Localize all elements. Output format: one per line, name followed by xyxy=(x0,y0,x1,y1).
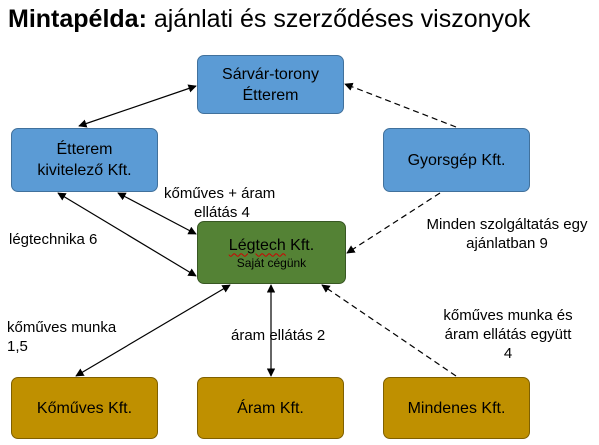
edge-label-komuves-munka: kőműves munka 1,5 xyxy=(7,318,116,356)
node-label: Kőműves Kft. xyxy=(36,399,133,417)
edge-label-legtechnika: légtechnika 6 xyxy=(9,230,97,249)
edge-label-line: ellátás 4 xyxy=(194,204,250,221)
edge-etterem-sarvar xyxy=(78,84,197,128)
node-komuves: Kőműves Kft. xyxy=(11,377,158,439)
edge-etterem-legtech-left xyxy=(57,192,197,277)
edge-label-line: kőműves munka xyxy=(7,319,117,336)
edge-label-minden-szolgaltatas: Minden szolgáltatás egy ajánlatban 9 xyxy=(418,215,596,253)
edge-label-line: kőműves munka és xyxy=(443,307,573,324)
edge-label-line: 4 xyxy=(503,345,513,362)
diagram-title: Mintapélda: ajánlati és szerződéses visz… xyxy=(8,4,530,34)
node-sarvar-torony-etterem: Sárvár-torony Étterem xyxy=(197,55,344,114)
node-label: Sárvár-torony xyxy=(222,65,319,83)
node-label-word: Légtech xyxy=(228,236,286,254)
node-label: Gyorsgép Kft. xyxy=(407,151,506,169)
node-label-word: Kft. xyxy=(285,236,315,254)
edge-gyorsgep-sarvar xyxy=(344,82,457,128)
edge-label-komuves-aram: kőműves + áram ellátás 4 xyxy=(164,184,275,222)
node-label: Étterem xyxy=(242,86,299,104)
node-label: Áram Kft. xyxy=(237,399,304,417)
edge-label-komuves-es-aram: kőműves munka és áram ellátás együtt 4 xyxy=(428,306,588,363)
edge-gyorsgep-legtech xyxy=(346,192,441,254)
edge-label-aram-ellatas: áram ellátás 2 xyxy=(231,326,325,345)
node-sublabel: Saját cégünk xyxy=(236,255,307,270)
node-label: Étterem xyxy=(56,141,113,158)
node-legtech: Légtech Kft. Saját cégünk xyxy=(197,221,346,284)
edge-label-line: légtechnika 6 xyxy=(9,231,98,248)
node-gyorsgep: Gyorsgép Kft. xyxy=(383,128,530,192)
edge-label-line: áram ellátás együtt xyxy=(444,326,572,343)
title-bold: Mintapélda: xyxy=(8,5,147,33)
node-etterem-kivitelezo: Étterem kivitelező Kft. xyxy=(11,128,158,192)
edge-label-line: áram ellátás 2 xyxy=(231,327,326,344)
edge-label-line: kőműves + áram xyxy=(164,185,276,202)
node-mindenes: Mindenes Kft. xyxy=(383,377,530,439)
edge-label-line: 1,5 xyxy=(7,338,28,355)
node-label: kivitelező Kft. xyxy=(37,162,132,179)
edge-label-line: ajánlatban 9 xyxy=(466,235,548,252)
node-label: Légtech Kft. xyxy=(229,235,314,256)
title-rest: ajánlati és szerződéses viszonyok xyxy=(146,5,531,33)
node-label: Mindenes Kft. xyxy=(407,399,506,417)
node-aram: Áram Kft. xyxy=(197,377,344,439)
edge-label-line: Minden szolgáltatás egy xyxy=(426,216,588,233)
edge-komuves-legtech xyxy=(75,284,231,377)
edge-mindenes-legtech xyxy=(321,284,457,377)
